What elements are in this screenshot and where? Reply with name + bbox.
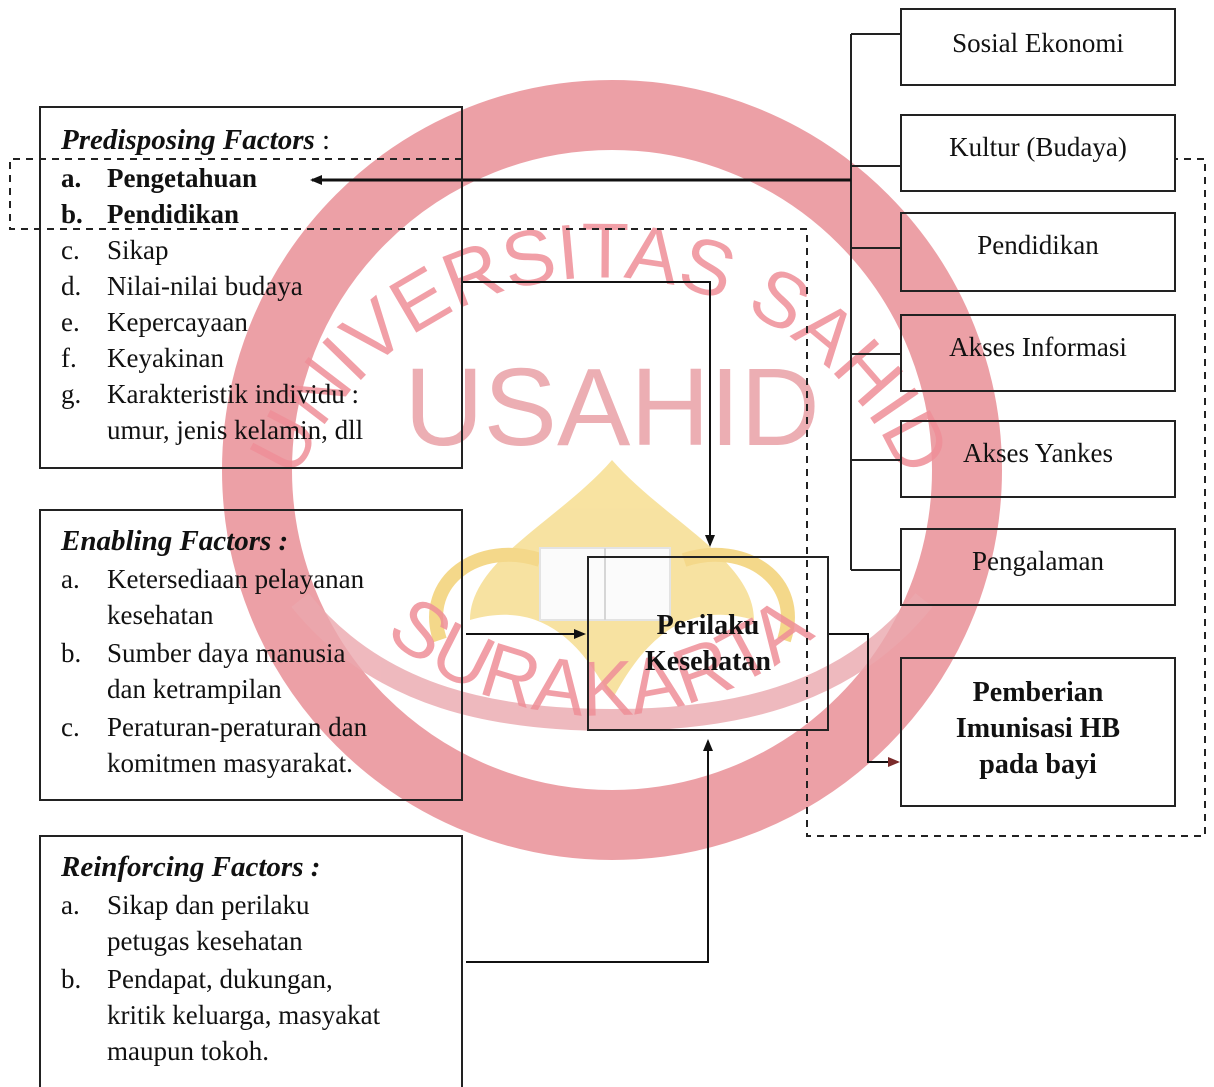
center-label-line1: Perilaku: [656, 610, 760, 641]
center-label: Perilaku Kesehatan: [589, 608, 827, 680]
right-box-sosial-ekonomi: Sosial Ekonomi: [900, 8, 1176, 86]
item-letter: f.: [61, 343, 77, 373]
right-box-kultur-budaya: Kultur (Budaya): [900, 114, 1176, 192]
item-letter: a.: [61, 163, 82, 193]
reinforcing-heading: Reinforcing Factors :: [61, 851, 321, 883]
dashed-highlight-right: [462, 158, 1206, 837]
item-text: Kepercayaan: [107, 307, 248, 337]
dashed-highlight-left: [9, 158, 462, 230]
predisposing-factors-box: Predisposing Factors : a. Pengetahuan b.…: [39, 106, 463, 469]
item-letter: c.: [61, 235, 80, 265]
item-text-continued: kritik keluarga, masyakat: [107, 1000, 381, 1030]
center-label-line2: Kesehatan: [645, 646, 771, 677]
item-text: Pengetahuan: [107, 163, 258, 193]
item-letter: b.: [61, 199, 83, 229]
outcome-label: Pemberian Imunisasi HB pada bayi: [902, 675, 1174, 783]
predisposing-heading-colon: :: [322, 124, 331, 156]
item-text: Karakteristik individu :: [107, 379, 359, 409]
item-letter: d.: [61, 271, 82, 301]
outcome-line1: Pemberian: [972, 677, 1104, 708]
item-text: Sikap dan perilaku: [107, 890, 310, 920]
item-text: Peraturan-peraturan dan: [107, 712, 368, 742]
right-box-pengalaman: Pengalaman: [900, 528, 1176, 606]
item-text: Keyakinan: [107, 343, 224, 373]
right-box-akses-informasi: Akses Informasi: [900, 314, 1176, 392]
item-text: Pendapat, dukungan,: [107, 964, 333, 994]
item-text: Ketersediaan pelayanan: [107, 564, 365, 594]
arrow-reinforcing-to-center: [466, 739, 713, 963]
item-letter: g.: [61, 379, 82, 409]
item-letter: e.: [61, 307, 80, 337]
arrow-predisposing-to-center: [462, 281, 715, 547]
item-letter: b.: [61, 638, 82, 668]
predisposing-heading: Predisposing Factors :: [61, 122, 330, 158]
outcome-line3: pada bayi: [979, 749, 1097, 780]
item-text-continued: umur, jenis kelamin, dll: [107, 415, 364, 445]
item-text: Nilai-nilai budaya: [107, 271, 303, 301]
right-box-pendidikan: Pendidikan: [900, 212, 1176, 292]
item-letter: a.: [61, 564, 80, 594]
item-text-continued: komitmen masyarakat.: [107, 748, 353, 778]
outcome-box: Pemberian Imunisasi HB pada bayi: [900, 657, 1176, 807]
item-text: Pendidikan: [107, 199, 240, 229]
item-letter: c.: [61, 712, 80, 742]
predisposing-heading-text: Predisposing Factors: [61, 124, 315, 156]
right-box-akses-yankes: Akses Yankes: [900, 420, 1176, 498]
item-text-continued-2: maupun tokoh.: [107, 1036, 269, 1066]
item-text-continued: dan ketrampilan: [107, 674, 282, 704]
enabling-heading: Enabling Factors :: [61, 525, 289, 557]
arrow-center-to-outcome: [828, 633, 900, 767]
outcome-line2: Imunisasi HB: [955, 713, 1121, 744]
right-box-label: Akses Yankes: [962, 438, 1114, 468]
item-text-continued: petugas kesehatan: [107, 926, 303, 956]
right-box-label: Akses Informasi: [949, 332, 1127, 362]
perilaku-kesehatan-box: Perilaku Kesehatan: [587, 556, 829, 731]
item-letter: b.: [61, 964, 82, 994]
reinforcing-factors-box: Reinforcing Factors : a. Sikap dan peril…: [39, 835, 463, 1087]
right-box-label: Kultur (Budaya): [949, 132, 1127, 162]
item-text: Sumber daya manusia: [107, 638, 346, 668]
item-text-continued: kesehatan: [107, 600, 214, 630]
item-letter: a.: [61, 890, 80, 920]
item-text: Sikap: [107, 235, 169, 265]
right-box-label: Pendidikan: [977, 230, 1099, 260]
right-box-label: Pengalaman: [972, 546, 1104, 576]
right-box-label: Sosial Ekonomi: [952, 28, 1124, 58]
enabling-factors-box: Enabling Factors : a. Ketersediaan pelay…: [39, 509, 463, 801]
